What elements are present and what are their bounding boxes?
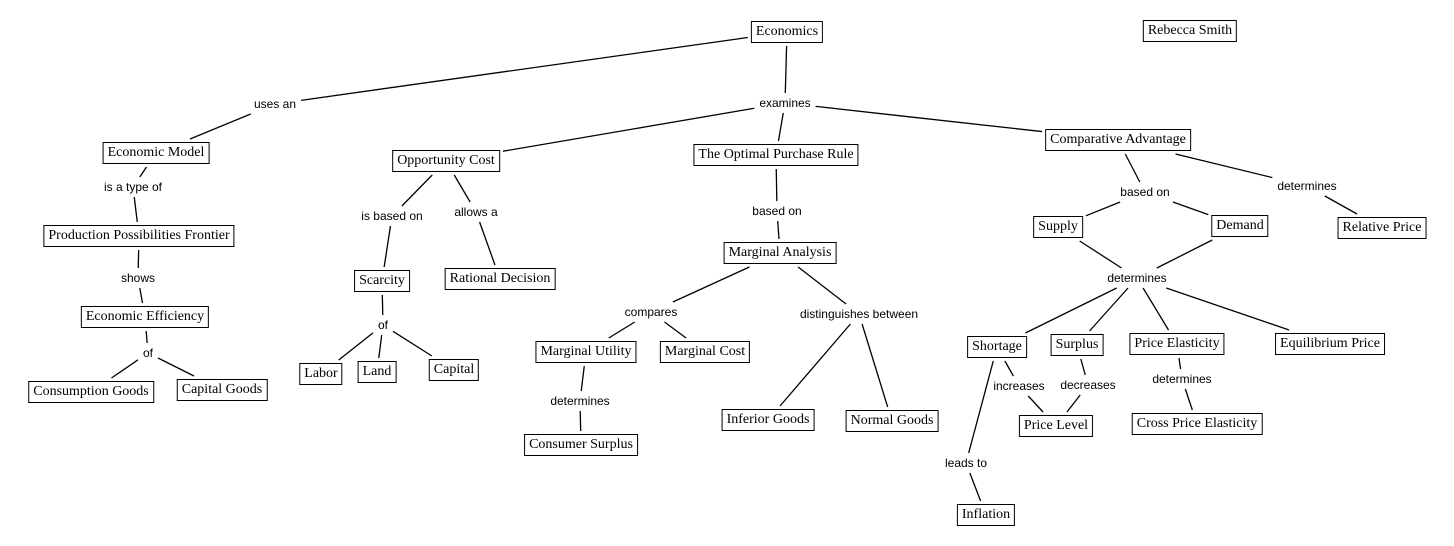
concept-cross-price-elasticity[interactable]: Cross Price Elasticity (1131, 413, 1263, 435)
connection-line-based_on_ca-to-supply (1085, 201, 1121, 217)
concept-comparative-advantage[interactable]: Comparative Advantage (1045, 129, 1191, 151)
linking-phrase-determines[interactable]: determines (1150, 372, 1214, 386)
connection-line-distinguishes_between-to-inferior_goods (779, 323, 851, 407)
connection-line-uses_an-to-economic_model (189, 113, 251, 140)
connection-line-examines-to-comparative_advantage (815, 105, 1043, 133)
connection-line-examines-to-opportunity_cost (502, 107, 755, 152)
connection-line-of_ee-to-capital_goods (157, 357, 195, 377)
connection-line-price_elasticity-to-determines_pe (1178, 357, 1182, 370)
connection-line-shortage-to-leads_to (968, 360, 994, 454)
concept-consumption-goods[interactable]: Consumption Goods (28, 381, 154, 403)
concept-price-elasticity[interactable]: Price Elasticity (1129, 333, 1225, 355)
connection-line-opportunity_cost-to-is_based_on (401, 174, 433, 207)
connection-line-increases-to-price_level (1027, 395, 1044, 413)
connection-line-economic_model-to-is_a_type_of (139, 166, 148, 178)
connection-line-determines_ca-to-relative_price (1324, 195, 1358, 215)
concept-marginal-analysis[interactable]: Marginal Analysis (723, 242, 837, 264)
connection-line-determines_sd-to-price_elasticity (1142, 287, 1170, 331)
connection-line-determines_sd-to-shortage (1025, 287, 1117, 334)
concept-shortage[interactable]: Shortage (967, 336, 1027, 358)
concept-economics[interactable]: Economics (750, 21, 824, 43)
connection-line-comparative_advantage-to-determines_ca (1175, 153, 1273, 179)
concept-production-possibilities-frontier[interactable]: Production Possibilities Frontier (43, 225, 235, 247)
concept-labor[interactable]: Labor (299, 363, 343, 385)
concept-land[interactable]: Land (357, 361, 397, 383)
linking-phrase-shows[interactable]: shows (118, 271, 158, 285)
linking-phrase-increases[interactable]: increases (991, 379, 1047, 393)
concept-optimal-purchase-rule[interactable]: The Optimal Purchase Rule (693, 144, 859, 166)
concept-inflation[interactable]: Inflation (956, 504, 1016, 526)
connection-line-marginal_utility-to-determines_mu (580, 365, 585, 392)
linking-phrase-is-a-type-of[interactable]: is a type of (101, 180, 165, 194)
linking-phrase-distinguishes-between[interactable]: distinguishes between (797, 307, 921, 321)
connection-line-demand-to-determines_sd (1156, 239, 1213, 269)
connection-line-of_scarcity-to-land (378, 334, 383, 359)
concept-economic-model[interactable]: Economic Model (102, 142, 210, 164)
concept-rational-decision[interactable]: Rational Decision (444, 268, 556, 290)
linking-phrase-based-on[interactable]: based on (1118, 185, 1172, 199)
concept-capital-goods[interactable]: Capital Goods (176, 379, 268, 401)
connection-line-determines_sd-to-equilibrium_price (1166, 287, 1290, 331)
connection-line-determines_pe-to-cross_price_elasticity (1184, 388, 1193, 411)
connection-line-allows_a-to-rational_decision (478, 221, 496, 266)
concept-consumer-surplus[interactable]: Consumer Surplus (524, 434, 638, 456)
connection-line-is_based_on-to-scarcity (383, 225, 392, 268)
connection-line-comparative_advantage-to-based_on_ca (1124, 153, 1141, 183)
connection-line-economics-to-examines (784, 45, 788, 94)
connection-line-supply-to-determines_sd (1079, 240, 1122, 269)
linking-phrase-determines[interactable]: determines (548, 394, 612, 408)
connection-line-marginal_analysis-to-compares (672, 266, 750, 303)
connection-line-of_scarcity-to-capital (392, 330, 433, 357)
connection-line-determines_sd-to-surplus (1089, 287, 1129, 332)
linking-phrase-of[interactable]: of (375, 318, 391, 332)
concept-supply[interactable]: Supply (1033, 216, 1083, 238)
linking-phrase-allows-a[interactable]: allows a (452, 205, 500, 219)
linking-phrase-examines[interactable]: examines (757, 96, 813, 110)
connection-line-shows-to-economic_efficiency (139, 287, 144, 304)
concept-marginal-cost[interactable]: Marginal Cost (659, 341, 751, 363)
linking-phrase-based-on[interactable]: based on (750, 204, 804, 218)
connection-line-compares-to-marginal_cost (664, 321, 687, 339)
connection-line-shortage-to-increases (1004, 360, 1014, 377)
connection-line-optimal_purchase_rule-to-based_on_opr (775, 168, 778, 202)
concept-capital[interactable]: Capital (428, 359, 480, 381)
concept-demand[interactable]: Demand (1211, 215, 1269, 237)
concept-normal-goods[interactable]: Normal Goods (845, 410, 939, 432)
concept-scarcity[interactable]: Scarcity (354, 270, 410, 292)
concept-inferior-goods[interactable]: Inferior Goods (721, 409, 815, 431)
concept-relative-price[interactable]: Relative Price (1337, 217, 1427, 239)
linking-phrase-decreases[interactable]: decreases (1058, 378, 1118, 392)
connection-line-distinguishes_between-to-normal_goods (861, 323, 889, 408)
connection-line-economics-to-uses_an (300, 36, 748, 101)
connection-line-of_scarcity-to-labor (338, 332, 374, 361)
concept-opportunity-cost[interactable]: Opportunity Cost (392, 150, 500, 172)
concept-marginal-utility[interactable]: Marginal Utility (535, 341, 637, 363)
connection-line-is_a_type_of-to-ppf (133, 196, 138, 223)
linking-phrase-compares[interactable]: compares (622, 305, 680, 319)
linking-phrase-determines[interactable]: determines (1105, 271, 1169, 285)
connection-line-leads_to-to-inflation (969, 472, 982, 502)
connection-line-marginal_analysis-to-distinguishes_between (797, 266, 847, 305)
linking-phrase-of[interactable]: of (140, 346, 156, 360)
linking-phrase-determines[interactable]: determines (1275, 179, 1339, 193)
concept-equilibrium-price[interactable]: Equilibrium Price (1275, 333, 1385, 355)
connection-line-of_ee-to-consumption_goods (111, 359, 139, 379)
concept-price-level[interactable]: Price Level (1018, 415, 1094, 437)
connection-line-surplus-to-decreases (1080, 358, 1086, 376)
linking-phrase-leads-to[interactable]: leads to (942, 456, 990, 470)
linking-phrase-is-based-on[interactable]: is based on (359, 209, 425, 223)
connection-line-compares-to-marginal_utility (608, 321, 636, 339)
concept-economic-efficiency[interactable]: Economic Efficiency (80, 306, 210, 328)
connection-line-opportunity_cost-to-allows_a (453, 174, 471, 203)
connection-line-examines-to-optimal_purchase_rule (777, 112, 784, 142)
linking-phrase-uses-an[interactable]: uses an (251, 97, 299, 111)
connection-line-based_on_opr-to-marginal_analysis (777, 220, 780, 240)
concept-surplus[interactable]: Surplus (1050, 334, 1104, 356)
author-name-box[interactable]: Rebecca Smith (1142, 20, 1238, 42)
connection-line-based_on_ca-to-demand (1172, 201, 1209, 216)
connection-line-decreases-to-price_level (1066, 394, 1081, 413)
connection-line-economic_efficiency-to-of_ee (145, 330, 148, 344)
